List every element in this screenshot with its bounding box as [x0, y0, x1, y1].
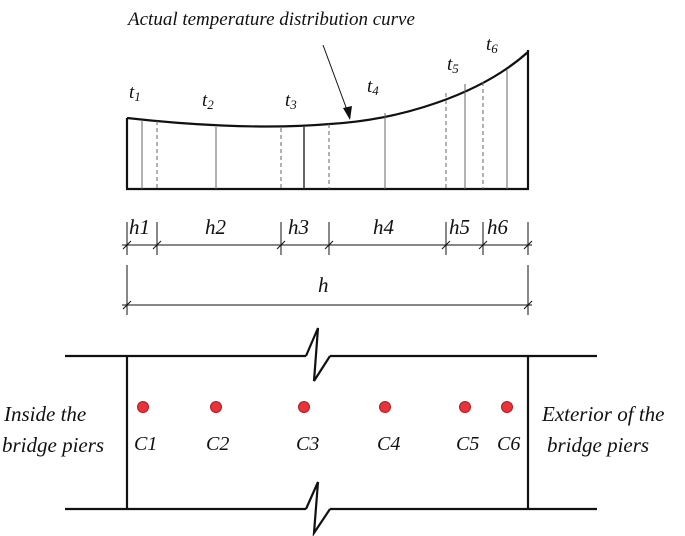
ordinate-lines	[141, 70, 508, 189]
segment-slash	[276, 240, 286, 250]
temperature-label-5: t5	[447, 54, 459, 76]
point-c4	[379, 401, 391, 413]
exterior-label: Exterior of the bridge piers	[541, 402, 664, 457]
segment-slash	[122, 240, 132, 250]
segment-label-h3: h3	[288, 215, 309, 239]
inside-label-line2: bridge piers	[2, 433, 104, 457]
exterior-label-line2: bridge piers	[547, 433, 649, 457]
point-label-c2: C2	[206, 433, 229, 455]
total-label-h: h	[318, 273, 329, 297]
point-c3	[298, 401, 310, 413]
segment-label-h6: h6	[487, 215, 509, 239]
total-slash-left	[122, 300, 132, 310]
point-c6	[501, 401, 513, 413]
point-c5	[459, 401, 471, 413]
temperature-label-4: t4	[367, 76, 379, 98]
point-label-c6: C6	[497, 433, 520, 455]
segment-slash	[152, 240, 162, 250]
segment-label-h4: h4	[373, 215, 395, 239]
point-label-c5: C5	[456, 433, 479, 455]
segment-label-h2: h2	[205, 215, 227, 239]
pier-section	[65, 327, 597, 536]
title-arrow-line	[322, 44, 351, 119]
pier-top-break	[304, 327, 331, 382]
segment-slash	[324, 240, 334, 250]
point-c1	[137, 401, 149, 413]
segment-label-h5: h5	[449, 215, 470, 239]
point-label-c3: C3	[296, 433, 319, 455]
total-slash-right	[523, 300, 533, 310]
temperature-labels: t1 t2 t3 t4 t5 t6	[129, 34, 498, 112]
temperature-label-6: t6	[486, 34, 498, 56]
segment-dimensions	[122, 222, 533, 255]
point-label-c4: C4	[377, 433, 400, 455]
point-labels: C1 C2 C3 C4 C5 C6	[134, 433, 520, 455]
point-label-c1: C1	[134, 433, 157, 455]
segment-slash	[478, 240, 488, 250]
temperature-label-3: t3	[285, 90, 297, 112]
temperature-label-1: t1	[129, 82, 141, 104]
inside-label-line1: Inside the	[3, 402, 86, 426]
total-dimension	[122, 265, 533, 315]
segment-slash	[523, 240, 533, 250]
title-arrow-head	[343, 106, 352, 120]
pier-bottom-break	[304, 481, 331, 536]
inside-label: Inside the bridge piers	[2, 402, 104, 457]
temperature-curve	[126, 51, 529, 128]
segment-slash	[441, 240, 451, 250]
segment-labels: h1 h2 h3 h4 h5 h6	[129, 215, 509, 239]
segment-label-h1: h1	[129, 215, 150, 239]
exterior-label-line1: Exterior of the	[541, 402, 664, 426]
measuring-points	[137, 401, 513, 413]
point-c2	[210, 401, 222, 413]
curve-title: Actual temperature distribution curve	[126, 9, 415, 30]
temperature-label-2: t2	[202, 90, 214, 112]
